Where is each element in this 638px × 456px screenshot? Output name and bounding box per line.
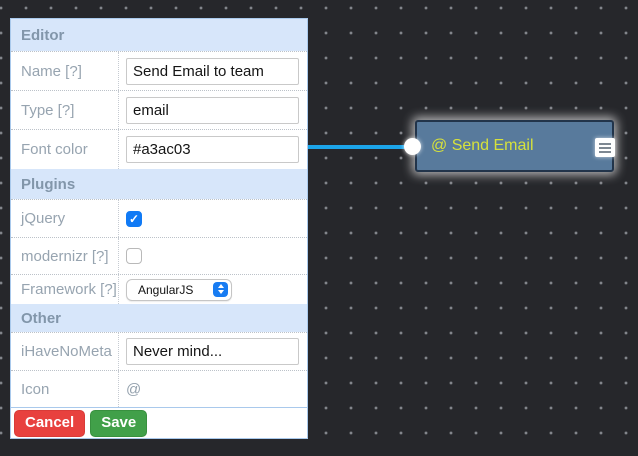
- save-button[interactable]: Save: [90, 409, 148, 437]
- select-stepper-icon: [213, 281, 228, 297]
- framework-label: Framework [?]: [11, 275, 119, 304]
- modernizr-checkbox[interactable]: [126, 248, 142, 264]
- field-row-icon: Icon @: [11, 370, 307, 407]
- font-color-input[interactable]: [126, 136, 299, 163]
- framework-selected-value: AngularJS: [138, 282, 194, 297]
- node-menu-button[interactable]: [595, 138, 615, 157]
- flow-node-send-email[interactable]: @ Send Email: [415, 120, 615, 172]
- ihavenometa-label: iHaveNoMeta: [11, 333, 119, 370]
- section-header-plugins: Plugins: [11, 169, 307, 199]
- ihavenometa-input[interactable]: [126, 338, 299, 365]
- name-input[interactable]: [126, 57, 299, 85]
- field-row-font-color: Font color: [11, 129, 307, 169]
- name-label: Name [?]: [11, 52, 119, 90]
- panel-actions: Cancel Save: [11, 407, 307, 438]
- section-title: Plugins: [21, 175, 76, 193]
- field-row-modernizr: modernizr [?]: [11, 237, 307, 274]
- node-editor-panel: Editor Name [?] Type [?] Font color Plug…: [10, 18, 308, 439]
- font-color-label: Font color: [11, 130, 119, 169]
- connection-line: [306, 145, 407, 149]
- check-icon: ✓: [128, 211, 140, 226]
- type-input[interactable]: [126, 96, 299, 124]
- field-row-framework: Framework [?] AngularJS: [11, 274, 307, 304]
- section-title: Other: [21, 309, 62, 327]
- field-row-type: Type [?]: [11, 90, 307, 129]
- modernizr-label: modernizr [?]: [11, 238, 119, 274]
- icon-label: Icon: [11, 371, 119, 407]
- framework-select[interactable]: AngularJS: [126, 278, 232, 301]
- field-row-ihavenometa: iHaveNoMeta: [11, 332, 307, 370]
- node-label: @ Send Email: [431, 137, 534, 154]
- jquery-checkbox[interactable]: ✓: [126, 210, 142, 227]
- connection-endpoint[interactable]: [404, 138, 421, 155]
- type-label: Type [?]: [11, 91, 119, 129]
- section-title: Editor: [21, 26, 65, 44]
- section-header-editor: Editor: [11, 19, 307, 51]
- field-row-jquery: jQuery ✓: [11, 199, 307, 237]
- jquery-label: jQuery: [11, 200, 119, 237]
- cancel-button[interactable]: Cancel: [14, 409, 86, 437]
- field-row-name: Name [?]: [11, 51, 307, 90]
- icon-value: @: [126, 380, 142, 398]
- section-header-other: Other: [11, 304, 307, 332]
